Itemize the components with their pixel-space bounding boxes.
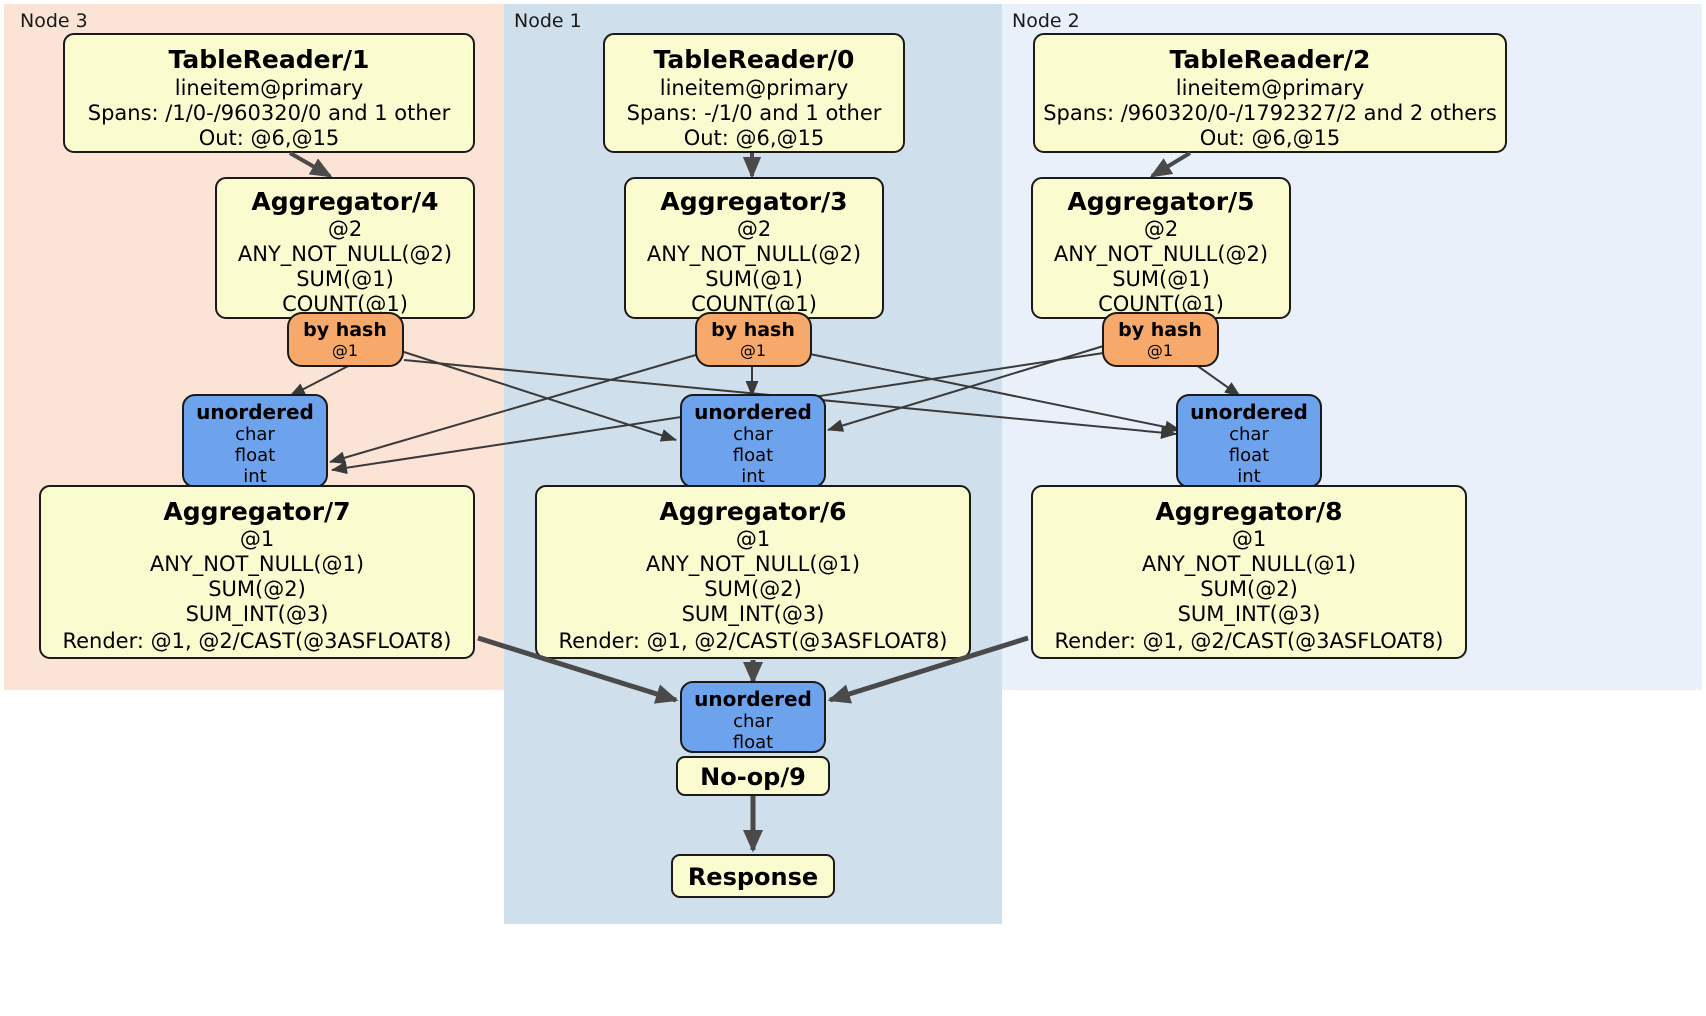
- aggregator-7-line-2: SUM(@2): [208, 577, 306, 601]
- response-title: Response: [688, 863, 818, 891]
- aggregator-6-line-2: SUM(@2): [704, 577, 802, 601]
- aggregator-7-line-0: @1: [240, 527, 274, 551]
- aggregator-8-line-2: SUM(@2): [1200, 577, 1298, 601]
- edge-tr1-to-agg4: [289, 151, 333, 178]
- processor-box-tablereader-2[interactable]: TableReader/2 lineitem@primary Spans: /9…: [1033, 33, 1507, 153]
- tablereader-1-line-0: lineitem@primary: [175, 76, 364, 100]
- sync-left-line-2: int: [243, 466, 266, 487]
- synchronizer-box-final[interactable]: unordered char float: [680, 681, 826, 753]
- aggregator-7-line-4: Render: @1, @2/CAST(@3ASFLOAT8): [62, 629, 451, 653]
- node-panel-label-node3: Node 3: [20, 10, 88, 32]
- tablereader-2-title: TableReader/2: [1170, 45, 1371, 74]
- hash-left-line: @1: [332, 341, 358, 360]
- tablereader-to-aggregator-edges: [289, 151, 1192, 179]
- aggregator-6-line-0: @1: [736, 527, 770, 551]
- tablereader-0-title: TableReader/0: [654, 45, 855, 74]
- aggregator-3-line-2: SUM(@1): [705, 267, 803, 291]
- edge-hash-mid-to-sync-left: [329, 351, 707, 464]
- aggregator-4-line-2: SUM(@1): [296, 267, 394, 291]
- hash-mid-title: by hash: [711, 319, 795, 341]
- processor-box-aggregator-6[interactable]: Aggregator/6 @1 ANY_NOT_NULL(@1) SUM(@2)…: [535, 485, 971, 659]
- final-sync-line-0: char: [733, 711, 773, 732]
- tablereader-2-line-1: Spans: /960320/0-/1792327/2 and 2 others: [1043, 101, 1497, 125]
- aggregator-4-line-0: @2: [328, 217, 362, 241]
- aggregator-8-title: Aggregator/8: [1155, 497, 1342, 526]
- edge-agg8-to-final-sync: [827, 635, 1029, 704]
- processor-box-tablereader-0[interactable]: TableReader/0 lineitem@primary Spans: -/…: [603, 33, 905, 153]
- processor-box-aggregator-8[interactable]: Aggregator/8 @1 ANY_NOT_NULL(@1) SUM(@2)…: [1031, 485, 1467, 659]
- aggregator-7-line-1: ANY_NOT_NULL(@1): [150, 552, 364, 577]
- hash-right-title: by hash: [1118, 319, 1202, 341]
- tablereader-1-line-1: Spans: /1/0-/960320/0 and 1 other: [88, 101, 451, 125]
- tablereader-2-line-0: lineitem@primary: [1176, 76, 1365, 100]
- aggregator-4-title: Aggregator/4: [251, 187, 438, 216]
- synchronizer-box-sync-right[interactable]: unordered char float int: [1176, 394, 1322, 488]
- sync-left-line-0: char: [235, 424, 275, 445]
- edge-agg7-to-final-sync: [477, 635, 679, 704]
- sync-mid-line-0: char: [733, 424, 773, 445]
- processor-box-aggregator-5[interactable]: Aggregator/5 @2 ANY_NOT_NULL(@2) SUM(@1)…: [1031, 177, 1291, 319]
- tablereader-0-line-0: lineitem@primary: [660, 76, 849, 100]
- hash-left-title: by hash: [303, 319, 387, 341]
- edge-hash-left-to-sync-left: [289, 361, 357, 397]
- sync-left-title: unordered: [196, 400, 314, 424]
- noop-9-title: No-op/9: [700, 763, 806, 791]
- tablereader-1-title: TableReader/1: [169, 45, 370, 74]
- sync-right-line-0: char: [1229, 424, 1269, 445]
- aggregator-to-final-sync-edges: [477, 635, 1029, 704]
- aggregator-8-line-1: ANY_NOT_NULL(@1): [1142, 552, 1356, 577]
- router-box-hash-right[interactable]: by hash @1: [1102, 312, 1219, 367]
- router-box-hash-mid[interactable]: by hash @1: [695, 312, 812, 367]
- aggregator-8-line-3: SUM_INT(@3): [1178, 602, 1321, 627]
- processor-box-response[interactable]: Response: [671, 854, 835, 898]
- aggregator-5-line-2: SUM(@1): [1112, 267, 1210, 291]
- aggregator-5-title: Aggregator/5: [1067, 187, 1254, 216]
- sync-right-title: unordered: [1190, 400, 1308, 424]
- sync-right-line-1: float: [1229, 445, 1269, 466]
- node-panel-label-node1: Node 1: [514, 10, 582, 32]
- aggregator-4-line-1: ANY_NOT_NULL(@2): [238, 242, 452, 267]
- tablereader-2-line-2: Out: @6,@15: [1200, 126, 1341, 150]
- aggregator-6-line-3: SUM_INT(@3): [682, 602, 825, 627]
- processor-box-noop-9[interactable]: No-op/9: [676, 756, 830, 796]
- sync-left-line-1: float: [235, 445, 275, 466]
- processor-box-aggregator-4[interactable]: Aggregator/4 @2 ANY_NOT_NULL(@2) SUM(@1)…: [215, 177, 475, 319]
- aggregator-3-line-1: ANY_NOT_NULL(@2): [647, 242, 861, 267]
- synchronizer-box-sync-mid[interactable]: unordered char float int: [680, 394, 826, 488]
- aggregator-3-title: Aggregator/3: [660, 187, 847, 216]
- tablereader-0-line-2: Out: @6,@15: [684, 126, 825, 150]
- hash-right-line: @1: [1147, 341, 1173, 360]
- hash-mid-line: @1: [740, 341, 766, 360]
- edge-hash-right-to-sync-right: [1191, 361, 1241, 397]
- synchronizer-box-sync-left[interactable]: unordered char float int: [182, 394, 328, 488]
- processor-box-tablereader-1[interactable]: TableReader/1 lineitem@primary Spans: /1…: [63, 33, 475, 153]
- tablereader-0-line-1: Spans: -/1/0 and 1 other: [627, 101, 882, 125]
- aggregator-6-title: Aggregator/6: [659, 497, 846, 526]
- processor-box-aggregator-3[interactable]: Aggregator/3 @2 ANY_NOT_NULL(@2) SUM(@1)…: [624, 177, 884, 319]
- aggregator-7-line-3: SUM_INT(@3): [186, 602, 329, 627]
- aggregator-3-line-0: @2: [737, 217, 771, 241]
- final-sync-title: unordered: [694, 687, 812, 711]
- edge-hash-mid-to-sync-right: [799, 351, 1181, 434]
- aggregator-8-line-4: Render: @1, @2/CAST(@3ASFLOAT8): [1054, 629, 1443, 653]
- sync-mid-title: unordered: [694, 400, 812, 424]
- aggregator-8-line-0: @1: [1232, 527, 1266, 551]
- node-panel-label-node2: Node 2: [1012, 10, 1080, 32]
- tablereader-1-line-2: Out: @6,@15: [199, 126, 340, 150]
- edge-tr2-to-agg5: [1149, 151, 1192, 178]
- processor-box-aggregator-7[interactable]: Aggregator/7 @1 ANY_NOT_NULL(@1) SUM(@2)…: [39, 485, 475, 659]
- sync-mid-line-2: int: [741, 466, 764, 487]
- sync-mid-line-1: float: [733, 445, 773, 466]
- aggregator-6-line-4: Render: @1, @2/CAST(@3ASFLOAT8): [558, 629, 947, 653]
- sync-right-line-2: int: [1237, 466, 1260, 487]
- aggregator-7-title: Aggregator/7: [163, 497, 350, 526]
- aggregator-5-line-1: ANY_NOT_NULL(@2): [1054, 242, 1268, 267]
- aggregator-6-line-1: ANY_NOT_NULL(@1): [646, 552, 860, 577]
- final-sync-line-1: float: [733, 732, 773, 753]
- aggregator-5-line-0: @2: [1144, 217, 1178, 241]
- edge-hash-right-to-sync-mid: [827, 343, 1111, 432]
- router-box-hash-left[interactable]: by hash @1: [287, 312, 404, 367]
